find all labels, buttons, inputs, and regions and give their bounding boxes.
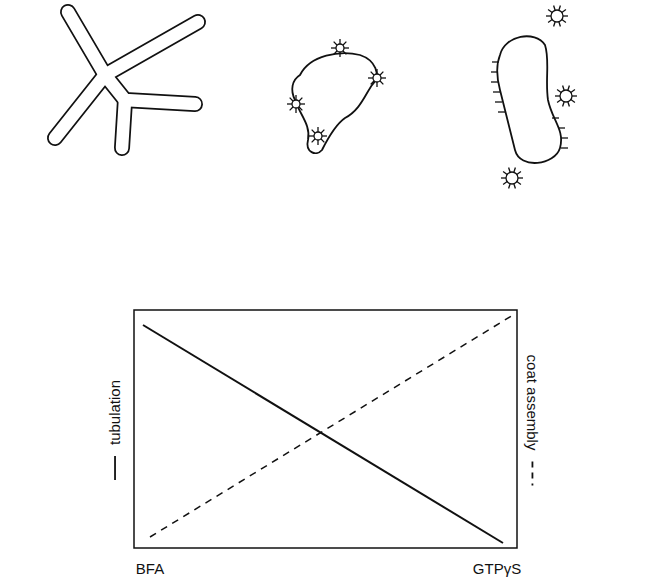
coat-bristle [343, 51, 347, 55]
coat-bristle [568, 86, 570, 91]
coat-bristle [334, 42, 338, 46]
coat-assembly-line [150, 315, 513, 537]
coat-bristle [554, 22, 556, 27]
coat-bristle [371, 72, 375, 76]
coat-bristle [493, 91, 500, 92]
coat-bristle [555, 95, 560, 96]
coat-bristle [381, 77, 386, 78]
coat-bristle [295, 108, 296, 113]
coat-bristle [290, 98, 294, 102]
coat-bristle [517, 172, 521, 175]
coated-vesicle [551, 10, 563, 22]
coated-vesicle [373, 74, 381, 82]
coat-bristle [343, 42, 347, 46]
coat-bristle [514, 184, 516, 189]
coat-bristle [344, 47, 349, 48]
coat-bristle [561, 147, 568, 148]
legend-entry: tubulation [107, 379, 124, 480]
coated-vesicle [336, 44, 344, 52]
budding-membrane [292, 53, 376, 153]
coat-bristle [380, 72, 384, 76]
coat-bristle [491, 81, 498, 82]
coat-bristle [568, 102, 570, 107]
coat-bristle [334, 51, 338, 55]
coat-bristle [299, 107, 303, 111]
line-sample [530, 460, 536, 486]
coat-bristle [548, 20, 552, 23]
coat-bristle [562, 10, 566, 13]
coat-bristle [380, 81, 384, 85]
coat-bristle [498, 111, 505, 112]
coat-bristle [563, 86, 565, 91]
coat-bristle [290, 107, 294, 111]
compact-membrane [497, 36, 561, 163]
coat-bristle [571, 90, 575, 93]
coat-bristle [563, 15, 568, 16]
coat-bristle [548, 10, 552, 13]
coat-bristle [557, 100, 561, 103]
coat-bristle [295, 95, 296, 100]
axis-end-label: BFA [136, 560, 164, 577]
axis-end-label: GTPγS [473, 560, 521, 577]
coated-vesicle [314, 132, 322, 140]
coat-bristle [571, 100, 575, 103]
coat-bristle [331, 47, 336, 48]
plot-frame [134, 310, 517, 548]
coat-bristle [517, 182, 521, 185]
coat-bristle [376, 82, 377, 87]
coat-bristles [287, 6, 577, 189]
coat-bristle [561, 137, 568, 138]
coat-bristle [554, 6, 556, 11]
coat-bristle [321, 130, 325, 134]
coat-bristle [322, 135, 327, 136]
coat-bristle [558, 127, 565, 128]
coat-bristle [371, 81, 375, 85]
coat-bristle [509, 184, 511, 189]
coat-bristle [509, 168, 511, 173]
coated-vesicle [560, 90, 572, 102]
coat-bristle [562, 20, 566, 23]
coat-bristle [317, 127, 318, 132]
legend-text: coat assembly [525, 354, 542, 450]
coat-bristle [503, 182, 507, 185]
coat-bristle [299, 98, 303, 102]
coat-bristle [559, 22, 561, 27]
coat-bristle [376, 69, 377, 74]
tubular-membrane [55, 12, 198, 148]
coated-vesicle [506, 172, 518, 184]
tubulation-line [143, 325, 503, 543]
legend-entry: coat assembly [525, 354, 542, 486]
coat-bristle [317, 140, 318, 145]
legend-text: tubulation [107, 379, 124, 444]
coat-bristle [563, 102, 565, 107]
coat-bristle [501, 177, 506, 178]
coat-bristle [495, 101, 502, 102]
coat-bristle [491, 71, 498, 72]
coat-bristle [287, 103, 292, 104]
coat-bristle [546, 15, 551, 16]
coated-vesicle [292, 100, 300, 108]
coat-bristle [309, 135, 314, 136]
coat-bristle [557, 90, 561, 93]
coat-bristle [572, 95, 577, 96]
coat-bristle [368, 77, 373, 78]
coat-bristle [492, 61, 499, 62]
coat-bristle [339, 39, 340, 44]
coat-bristle [312, 139, 316, 143]
coat-bristle [312, 130, 316, 134]
line-sample [112, 455, 118, 481]
coat-bristle [300, 103, 305, 104]
coat-bristle [514, 168, 516, 173]
coat-bristle [339, 52, 340, 57]
coat-bristle [321, 139, 325, 143]
coat-bristle [559, 6, 561, 11]
coat-bristle [518, 177, 523, 178]
coat-bristle [503, 172, 507, 175]
coat-bristle [552, 117, 559, 118]
